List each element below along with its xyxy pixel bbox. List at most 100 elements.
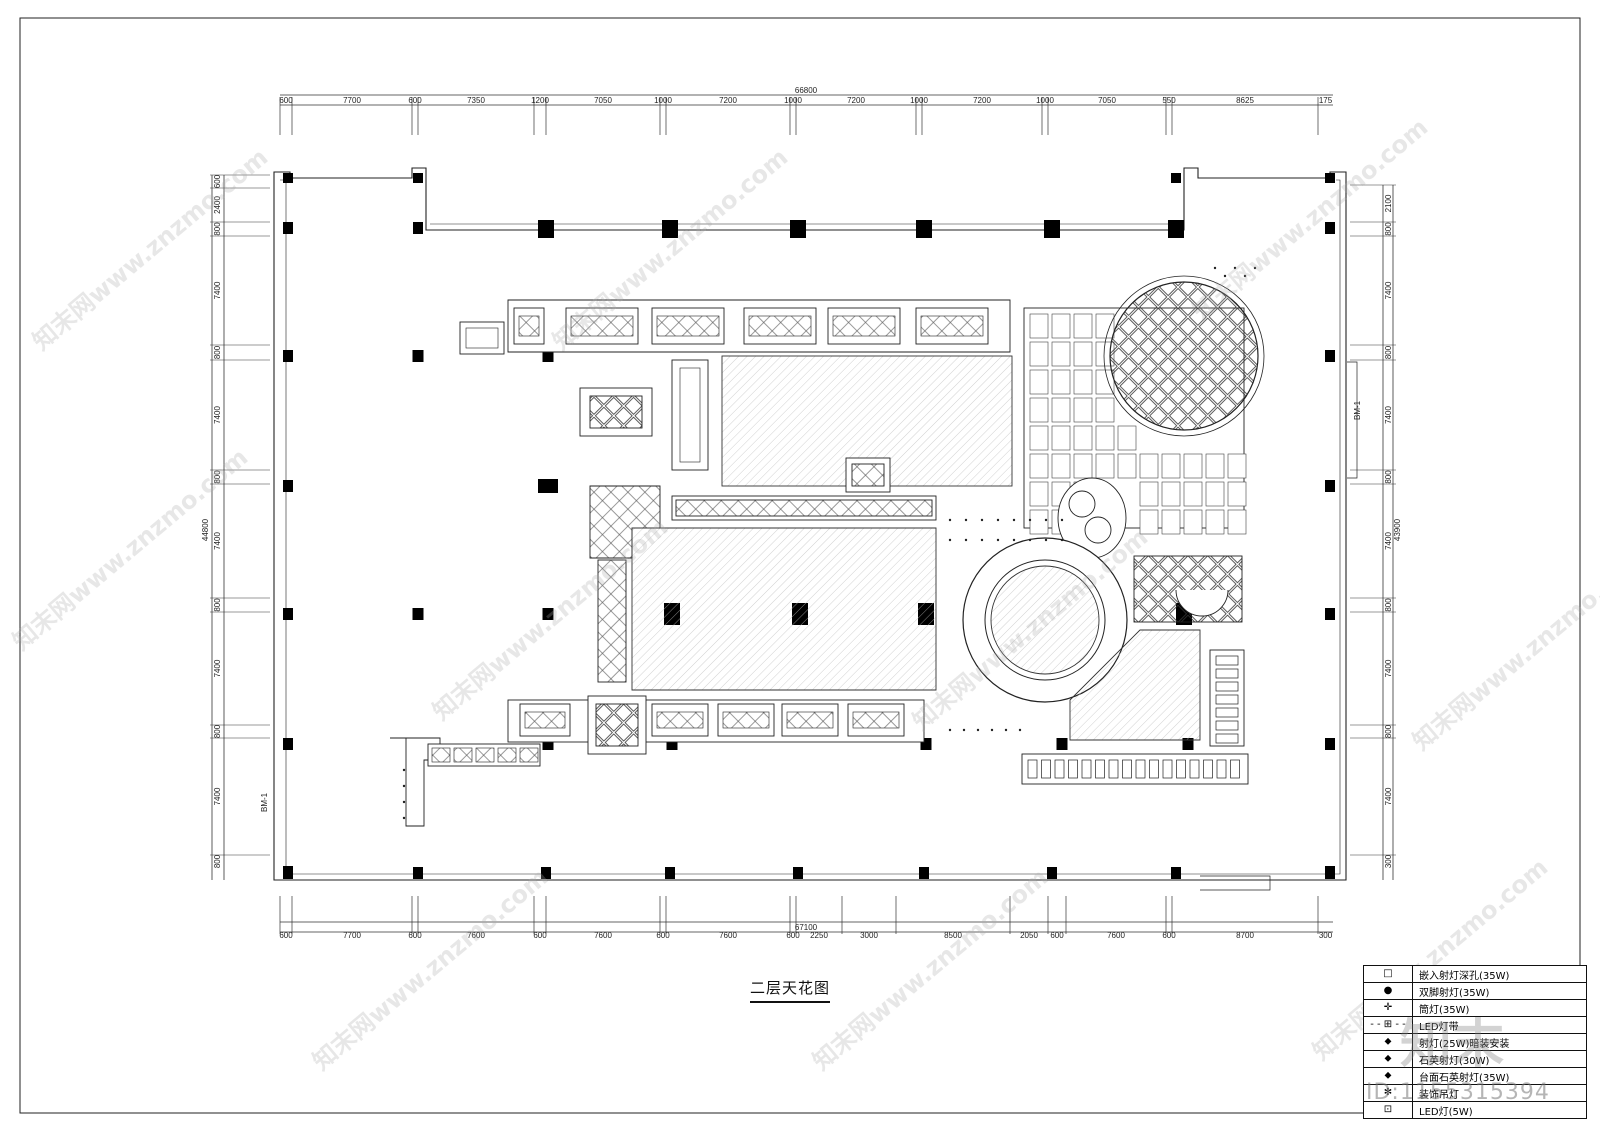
dimension-value-left: 800	[213, 345, 222, 359]
column	[541, 867, 551, 879]
column	[542, 608, 554, 620]
coffer	[453, 747, 473, 763]
grid-cell	[1029, 397, 1049, 423]
dimension-value-left: 800	[213, 470, 222, 484]
coffer	[1176, 759, 1186, 779]
dimension-value-top: 8625	[1236, 96, 1254, 105]
column	[283, 608, 293, 620]
dimension-value-bottom: 600	[1162, 931, 1176, 940]
column	[1168, 220, 1184, 238]
coffer-row-top	[513, 307, 989, 345]
grid-cell	[1029, 341, 1049, 367]
coffer-inner	[748, 315, 812, 337]
legend-row: ✛筒灯(35W)	[1364, 1000, 1586, 1017]
dimension-value-top: 7050	[594, 96, 612, 105]
column	[283, 173, 293, 183]
dimension-value-right: 300	[1384, 854, 1393, 868]
light-dot	[1213, 266, 1217, 270]
coffer	[1135, 759, 1146, 779]
coffer	[1081, 759, 1092, 779]
dim-right-total: 43900	[1393, 518, 1402, 541]
coffer	[431, 747, 451, 763]
coffer-row-left	[431, 747, 539, 763]
coffer-inner	[786, 711, 834, 729]
column	[916, 220, 932, 238]
spot-icon: ⬥	[1364, 1034, 1413, 1050]
grid-cell	[1051, 397, 1071, 423]
light-dot	[962, 728, 966, 732]
column	[1056, 738, 1068, 750]
legend-row: ⬥台面石英射灯(35W)	[1364, 1068, 1586, 1085]
dimension-value-right: 800	[1384, 724, 1393, 738]
square-lamp-icon: □	[1364, 966, 1413, 982]
light-dot	[948, 538, 952, 542]
grid-cell	[1161, 453, 1181, 479]
dimension-value-bottom: 600	[533, 931, 547, 940]
grid-cell	[1029, 509, 1049, 535]
dimension-value-bottom: 7700	[343, 931, 361, 940]
grid-cell	[1051, 341, 1071, 367]
legend-label: 台面石英射灯(35W)	[1419, 1072, 1510, 1084]
column	[283, 350, 293, 362]
coffer	[1203, 759, 1213, 779]
light-dot	[1018, 728, 1022, 732]
column	[1325, 222, 1335, 234]
column	[1325, 608, 1335, 620]
dimension-value-bottom: 7600	[467, 931, 485, 940]
dimension-value-left: 600	[213, 174, 222, 188]
light-dot	[402, 816, 406, 820]
column	[1325, 480, 1335, 492]
legend-label: LED灯带	[1419, 1021, 1459, 1033]
coffer-row-bottom	[1027, 759, 1240, 779]
coffer-inner	[656, 315, 720, 337]
sheet-border	[19, 17, 1581, 1114]
light-dot	[980, 518, 984, 522]
dimension-value-top: 175	[1319, 96, 1333, 105]
light-dot	[1012, 538, 1016, 542]
grid-cell	[1073, 397, 1093, 423]
column	[1325, 350, 1335, 362]
coffer-inner	[852, 711, 900, 729]
legend-label: 射灯(25W)暗装安装	[1419, 1038, 1510, 1050]
dimension-value-top: 1000	[910, 96, 928, 105]
dimension-value-bottom: 2050	[1020, 931, 1038, 940]
dimension-value-right: 7400	[1384, 787, 1393, 805]
grid-cell	[1073, 453, 1093, 479]
dimension-value-bottom: 7600	[719, 931, 737, 940]
dimension-text-left: 6002400800740080074008007400800740080074…	[210, 174, 270, 868]
light-dot	[948, 518, 952, 522]
legend-row: ⬥ 射灯(25W)暗装安装	[1364, 1034, 1586, 1051]
column	[542, 350, 554, 362]
grid-cell	[1029, 481, 1049, 507]
grid-cell	[1205, 481, 1225, 507]
dimension-value-bottom: 600	[1050, 931, 1064, 940]
light-dot	[402, 800, 406, 804]
spot-icon: ⬥	[1364, 1051, 1413, 1067]
dim-bottom-total: 67100	[795, 923, 818, 932]
coffer-inner	[920, 315, 984, 337]
light-dot	[976, 728, 980, 732]
legend-label: 装饰吊灯	[1419, 1089, 1459, 1101]
coffer-inner	[524, 711, 566, 729]
column	[413, 173, 423, 183]
grid-cell	[1205, 509, 1225, 535]
led-strip-icon: - - ⊞ - -	[1364, 1017, 1413, 1033]
dimension-value-right: 800	[1384, 470, 1393, 484]
coffer	[1054, 759, 1065, 779]
grid-cell	[1073, 313, 1093, 339]
column	[413, 867, 423, 879]
column	[1171, 867, 1181, 879]
dimension-value-bottom: 300	[1319, 931, 1333, 940]
column	[920, 738, 932, 750]
column	[665, 867, 675, 879]
dimension-value-right: 7400	[1384, 532, 1393, 550]
legend-table: □嵌入射灯深孔(35W) ●双脚射灯(35W) ✛筒灯(35W) - - ⊞ -…	[1363, 965, 1587, 1119]
dimension-value-bottom: 2250	[810, 931, 828, 940]
dimension-value-top: 7200	[719, 96, 737, 105]
cross-lamp-icon: ✛	[1364, 1000, 1413, 1016]
dimension-value-top: 1200	[531, 96, 549, 105]
column	[538, 220, 554, 238]
column	[283, 222, 293, 234]
dimension-lines	[211, 94, 1394, 933]
elevation-mark-left: BM-1	[260, 792, 269, 812]
